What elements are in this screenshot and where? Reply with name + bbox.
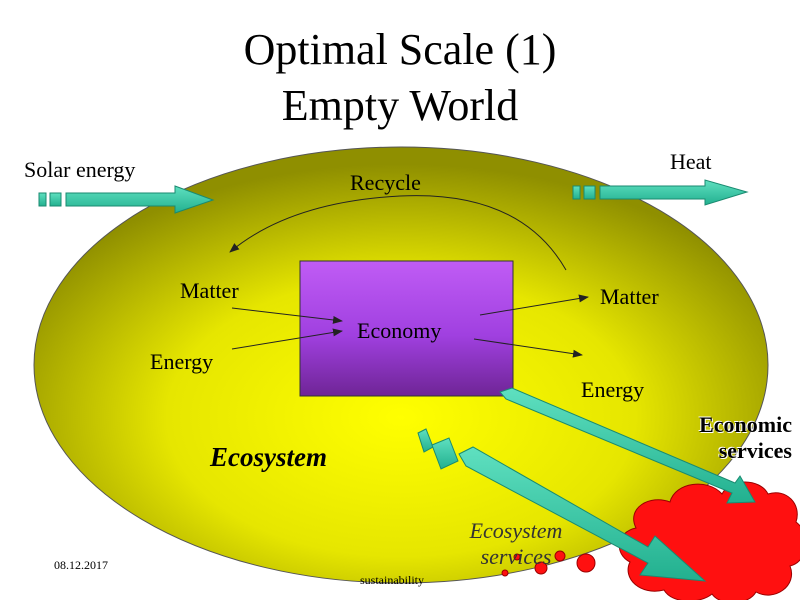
solar-energy-label: Solar energy: [24, 157, 135, 183]
ecosystem-label: Ecosystem: [210, 444, 327, 470]
economic-services-label: Economic services: [672, 412, 792, 464]
energy-out-label: Energy: [581, 377, 644, 403]
title-line-2: Empty World: [0, 81, 800, 131]
matter-in-label: Matter: [180, 278, 239, 304]
energy-in-label: Energy: [150, 349, 213, 375]
matter-out-label: Matter: [600, 284, 659, 310]
ecosystem-services-label: Ecosystem services: [446, 518, 586, 570]
economy-label: Economy: [357, 318, 441, 344]
recycle-label: Recycle: [350, 170, 421, 196]
footer-topic: sustainability: [360, 573, 424, 587]
footer-date: 08.12.2017: [54, 558, 108, 572]
heat-label: Heat: [670, 149, 712, 175]
solar-energy-arrow: [39, 186, 213, 213]
title-line-1: Optimal Scale (1): [0, 25, 800, 75]
